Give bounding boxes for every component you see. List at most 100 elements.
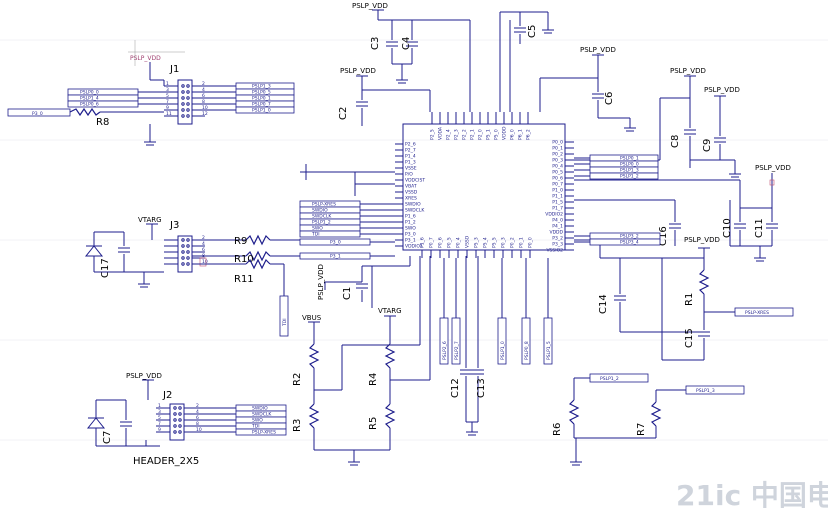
j1-pin-num: 3 <box>166 87 169 93</box>
j2-right-flag-text: SWDIO <box>252 406 268 412</box>
ic-left-pin-label: P2_6 <box>405 142 416 148</box>
c8-label: C8 <box>670 135 681 148</box>
j1-right-flag-text: PSLP1_3 <box>252 84 271 90</box>
r7-net-flag <box>685 385 745 395</box>
r1-net-text: PSLP-XRES <box>745 310 769 316</box>
ic-right-flag-text: PSLP1_2 <box>620 174 639 180</box>
c2-label: C2 <box>338 107 349 120</box>
j2-pin-num: 10 <box>196 427 202 433</box>
j2-pin-num: 2 <box>196 403 199 409</box>
ic-left-pin-label: P3_1 <box>405 238 416 244</box>
j1-label: J1 <box>169 64 179 75</box>
j1-right-flag-text: PSLP0_5 <box>252 90 271 96</box>
ic-bottom-pin-label: P1_6 <box>420 237 426 248</box>
ic-left-pin-label: P1_6 <box>405 214 416 220</box>
ic-left-pin-label: P2_7 <box>405 148 416 154</box>
pslp-vdd-top-label: PSLP_VDD <box>352 2 388 10</box>
ic-left-pin-label: XRES <box>405 196 417 202</box>
ic-left-flag <box>299 206 361 214</box>
c6-label: C6 <box>604 92 615 105</box>
bottom-flag-text: PSLP2_7 <box>454 341 460 360</box>
ic-left-flag <box>299 224 361 232</box>
j2-label: J2 <box>162 390 172 401</box>
ic-left-pin-label: VDDCIST <box>405 178 425 184</box>
ic-right-flag-text: PSLP0_1 <box>620 156 639 162</box>
ic-bottom-pin-label: P0_6 <box>438 237 444 248</box>
tdi-flag-text: TDI <box>282 318 288 327</box>
c17-label: C17 <box>100 258 111 278</box>
c7-label: C7 <box>102 431 113 444</box>
j2-pin-num: 8 <box>196 421 199 427</box>
ic-left-bottom-flag-text: P3_0 <box>330 240 341 246</box>
pslp-vdd-r1-label: PSLP_VDD <box>684 236 720 244</box>
ic-bottom-pin-label: P5_3 <box>474 237 480 248</box>
r2-label: R2 <box>292 373 303 386</box>
j2-right-flag-text: PSLP-XRES <box>252 430 276 436</box>
r9-label: R9 <box>234 236 247 247</box>
c13-label: C13 <box>476 378 487 398</box>
pslp-vdd-c11-label: PSLP_VDD <box>755 164 791 172</box>
bottom-flag <box>543 317 553 365</box>
ic-right-pin-label: P1_0 <box>552 188 563 194</box>
j1-right-flag-text: PSLP0_1 <box>252 96 271 102</box>
ic-left-flag-text: SWDCLK <box>312 214 332 220</box>
r10-label: R10 <box>234 254 254 265</box>
ic-top-pin-label: P2_0 <box>478 129 484 140</box>
ic-top-pin-label: P2_3 <box>454 129 460 140</box>
bottom-flag <box>521 317 531 365</box>
j1-pin-num: 2 <box>202 81 205 87</box>
j1-left-flag-text: PSLP0_0 <box>80 90 99 96</box>
tdi-flag <box>279 295 289 337</box>
ic-left-flag-text: TDI <box>311 232 320 238</box>
ic-left-pin-label: VBAT <box>405 184 417 190</box>
ic-right-pin-label: P1_7 <box>552 206 563 212</box>
header-2x5-label: HEADER_2X5 <box>133 456 199 467</box>
ic-left-pin-label: P/O <box>405 172 413 178</box>
ic-top-pin-label: VDDD <box>502 126 508 140</box>
pslp-vdd-c8-label: PSLP_VDD <box>670 67 706 75</box>
ic-right-flag-text: PSLP1_3 <box>620 168 639 174</box>
ic-right-pin-label: P0_7 <box>552 182 563 188</box>
pslp-vdd-c2-label: PSLP_VDD <box>340 67 376 75</box>
j3-pin-num: 6 <box>202 247 205 253</box>
j1-pin-num: 12 <box>202 111 208 117</box>
j1-pin-num: 1 <box>166 81 169 87</box>
r6-net-text: PSLP1_2 <box>600 376 619 382</box>
ic-left-pin-label: SWDCLK <box>405 208 425 214</box>
j1-right-flag-text: PSLP0_7 <box>252 102 271 108</box>
j2-pin-num: 5 <box>158 415 161 421</box>
j3-pin-num: 4 <box>202 241 205 247</box>
ic-right-bottom-flag <box>589 238 661 246</box>
ic-right-flag-text: PSLP0_0 <box>620 162 639 168</box>
ic-left-flag-text: PSLP1_2 <box>312 220 331 226</box>
ic-left-flag-text: SWO <box>312 226 323 232</box>
ic-bottom-pin-label: P0_3 <box>501 237 507 248</box>
j1-left-flag-text: PSLP1_4 <box>80 96 99 102</box>
j1-supply-label: PSLP_VDD <box>130 55 161 62</box>
ic-top-pin-label: P5_1 <box>486 129 492 140</box>
j1-right-flag-text: PSLP1_0 <box>252 108 271 114</box>
ic-right-flag <box>589 172 659 180</box>
ic-bottom-pin-label: P0_0 <box>528 237 534 248</box>
main-ic <box>402 123 566 251</box>
ic-top-pin-label: VDDA <box>438 126 444 140</box>
ic-top-pin-label: P2_1 <box>470 129 476 140</box>
pslp-vdd-c9-label: PSLP_VDD <box>704 86 740 94</box>
bottom-flag <box>497 317 507 365</box>
j1-pin-num: 9 <box>166 105 169 111</box>
r8-net-flag <box>7 108 71 117</box>
ic-left-pin-label: VSSD <box>405 190 418 196</box>
ic-top-pin-label: P2_2 <box>462 129 468 140</box>
j3-header <box>177 235 193 273</box>
j2-right-flag <box>235 422 287 430</box>
ic-left-pin-label: SWO <box>405 226 416 232</box>
j1-pin-num: 7 <box>166 99 169 105</box>
ic-left-pin-label: VSSE <box>405 166 417 172</box>
c9-label: C9 <box>702 139 713 152</box>
r1-label: R1 <box>684 293 695 306</box>
ic-bottom-pin-label: P0_5 <box>447 237 453 248</box>
j3-pin-num: 2 <box>202 235 205 241</box>
ic-left-pin-label: VDDIO1 <box>405 244 423 250</box>
